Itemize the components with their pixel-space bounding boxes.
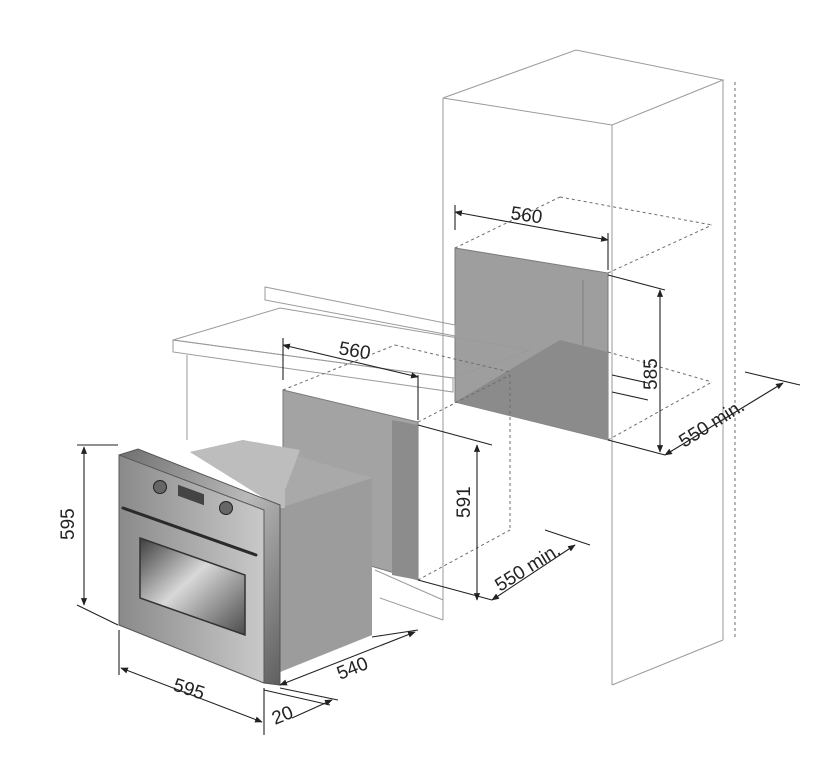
control-knob-left[interactable] [153,480,167,494]
lower-depth-label: 550 min. [492,540,565,596]
upper-niche [454,196,713,456]
oven-depth-label: 540 [334,653,371,684]
oven-height-label: 595 [58,508,79,540]
control-panel [153,480,233,515]
upper-niche-width-label: 560 [509,203,543,228]
oven-front-thickness-label: 20 [269,702,296,729]
upper-niche-height-label: 585 [641,358,662,390]
lower-niche-height-label: 591 [454,486,475,518]
display-panel [178,484,204,506]
dimension-lines [76,205,801,735]
oven-door-glass [139,536,246,637]
upper-depth-label: 550 min. [676,396,749,452]
oven [118,440,372,686]
tall-cabinet [442,49,736,686]
lower-niche-width-label: 560 [337,338,372,364]
control-knob-right[interactable] [219,501,233,515]
oven-width-label: 595 [170,675,207,705]
door-handle[interactable] [121,506,258,557]
